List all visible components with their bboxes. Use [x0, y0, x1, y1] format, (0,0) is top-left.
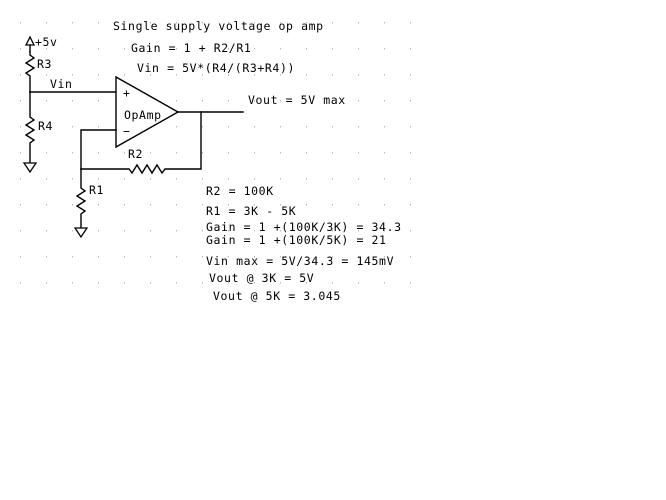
calc-line: R2 = 100K	[206, 184, 274, 198]
calc-line: Vout @ 5K = 3.045	[213, 289, 341, 303]
resistor-r3	[24, 51, 36, 93]
vin-node-label: Vin	[50, 77, 73, 91]
diagram-title: Single supply voltage op amp	[113, 19, 324, 33]
calc-line: Gain = 1 +(100K/3K) = 34.3	[206, 220, 402, 234]
supply-arrow-icon	[24, 35, 36, 53]
resistor-r1	[75, 168, 87, 229]
vout-label: Vout = 5V max	[248, 93, 346, 107]
opamp-minus-label: −	[123, 124, 131, 138]
calc-line: Vout @ 3K = 5V	[209, 271, 314, 285]
supply-label: +5v	[35, 35, 58, 49]
inverting-input-wire	[80, 129, 117, 170]
r2-label: R2	[128, 147, 143, 161]
calc-line: R1 = 3K - 5K	[206, 204, 296, 218]
r1-label: R1	[89, 183, 104, 197]
ground-icon	[73, 227, 89, 239]
r4-label: R4	[38, 119, 53, 133]
opamp-plus-label: +	[123, 86, 131, 100]
feedback-wire	[80, 111, 202, 175]
opamp-label: OpAmp	[124, 108, 162, 122]
vin-formula: Vin = 5V*(R4/(R3+R4))	[137, 61, 295, 75]
calc-line: Gain = 1 +(100K/5K) = 21	[206, 233, 387, 247]
resistor-r4	[24, 91, 36, 164]
ground-icon	[22, 162, 38, 174]
gain-formula: Gain = 1 + R2/R1	[131, 41, 251, 55]
opamp-symbol	[115, 75, 180, 149]
calc-line: Vin max = 5V/34.3 = 145mV	[206, 254, 394, 268]
r3-label: R3	[37, 57, 52, 71]
